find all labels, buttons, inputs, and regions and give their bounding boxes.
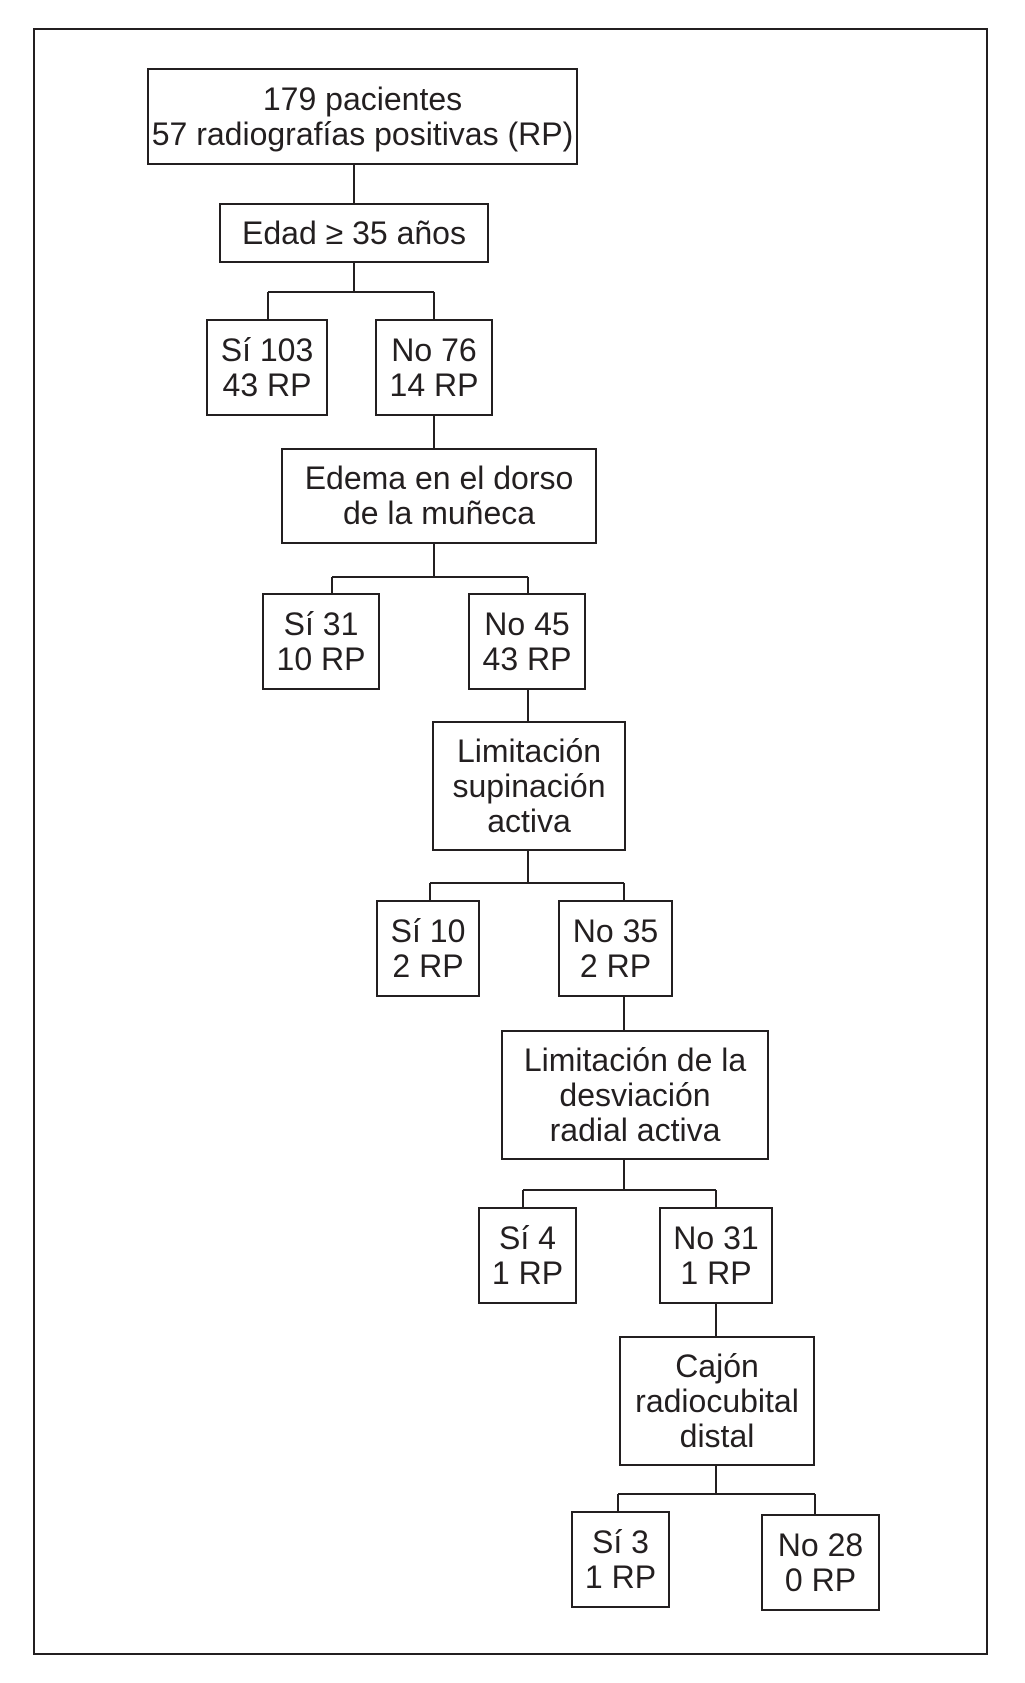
node-desviacion-line-3: radial activa [549, 1111, 721, 1148]
node-edad-si-line-1: Sí 103 [220, 331, 314, 368]
node-supinacion-no-line-1: No 35 [572, 912, 659, 949]
node-edad-no-line-2: 14 RP [389, 366, 479, 403]
node-root-line-1: 179 pacientes [262, 80, 463, 117]
node-desviacion-si: Sí 4 1 RP [478, 1207, 577, 1304]
node-supinacion-line-1: Limitación [456, 732, 602, 769]
node-cajon-line-3: distal [679, 1417, 755, 1454]
node-desviacion-no: No 31 1 RP [659, 1207, 773, 1304]
node-cajon-no: No 28 0 RP [761, 1514, 880, 1611]
node-cajon-line-1: Cajón [675, 1347, 759, 1384]
node-supinacion-line-2: supinación [452, 767, 606, 804]
node-edad-no: No 76 14 RP [375, 319, 493, 416]
node-supinacion-no: No 35 2 RP [558, 900, 673, 997]
node-cajon-no-line-1: No 28 [777, 1526, 864, 1563]
node-desviacion-no-line-2: 1 RP [680, 1254, 752, 1291]
node-edad-si: Sí 103 43 RP [206, 319, 328, 416]
connector-lines [267, 165, 816, 1514]
node-desviacion-si-line-1: Sí 4 [499, 1219, 556, 1256]
node-edema: Edema en el dorso de la muñeca [281, 448, 597, 544]
node-edad-no-line-1: No 76 [391, 331, 477, 368]
node-desviacion-line-1: Limitación de la [523, 1041, 747, 1078]
node-supinacion-no-line-2: 2 RP [579, 947, 652, 984]
node-edad-si-line-2: 43 RP [222, 366, 312, 403]
node-cajon-line-2: radiocubital [635, 1382, 799, 1419]
node-edema-no: No 45 43 RP [468, 593, 586, 690]
figure-frame: 179 pacientes 57 radiografías positivas … [33, 28, 988, 1655]
node-supinacion-si-line-1: Sí 10 [390, 912, 466, 949]
node-desviacion-line-2: desviación [559, 1076, 711, 1113]
node-edema-si-line-2: 10 RP [276, 640, 366, 677]
node-edema-line-2: de la muñeca [342, 495, 536, 531]
node-edema-no-line-1: No 45 [484, 605, 570, 642]
node-cajon-no-line-2: 0 RP [784, 1561, 857, 1598]
node-desviacion-si-line-2: 1 RP [491, 1254, 564, 1291]
node-cajon-si-line-2: 1 RP [584, 1558, 657, 1595]
node-edad-line-1: Edad ≥ 35 años [242, 214, 466, 251]
node-edema-si: Sí 31 10 RP [262, 593, 380, 690]
node-edema-no-line-2: 43 RP [482, 640, 572, 677]
node-edema-line-1: Edema en el dorso [304, 460, 574, 496]
node-supinacion-si-line-2: 2 RP [392, 947, 464, 984]
node-cajon: Cajón radiocubital distal [619, 1336, 815, 1466]
node-supinacion-si: Sí 10 2 RP [376, 900, 480, 997]
node-edema-si-line-1: Sí 31 [283, 605, 359, 642]
node-root: 179 pacientes 57 radiografías positivas … [147, 68, 578, 165]
node-root-line-2: 57 radiografías positivas (RP) [151, 115, 574, 152]
node-desviacion: Limitación de la desviación radial activ… [501, 1030, 769, 1160]
node-desviacion-no-line-1: No 31 [673, 1219, 759, 1256]
node-cajon-si-line-1: Sí 3 [592, 1523, 649, 1560]
node-supinacion: Limitación supinación activa [432, 721, 626, 851]
node-supinacion-line-3: activa [487, 802, 571, 839]
node-cajon-si: Sí 3 1 RP [571, 1511, 670, 1608]
node-edad: Edad ≥ 35 años [219, 203, 489, 263]
